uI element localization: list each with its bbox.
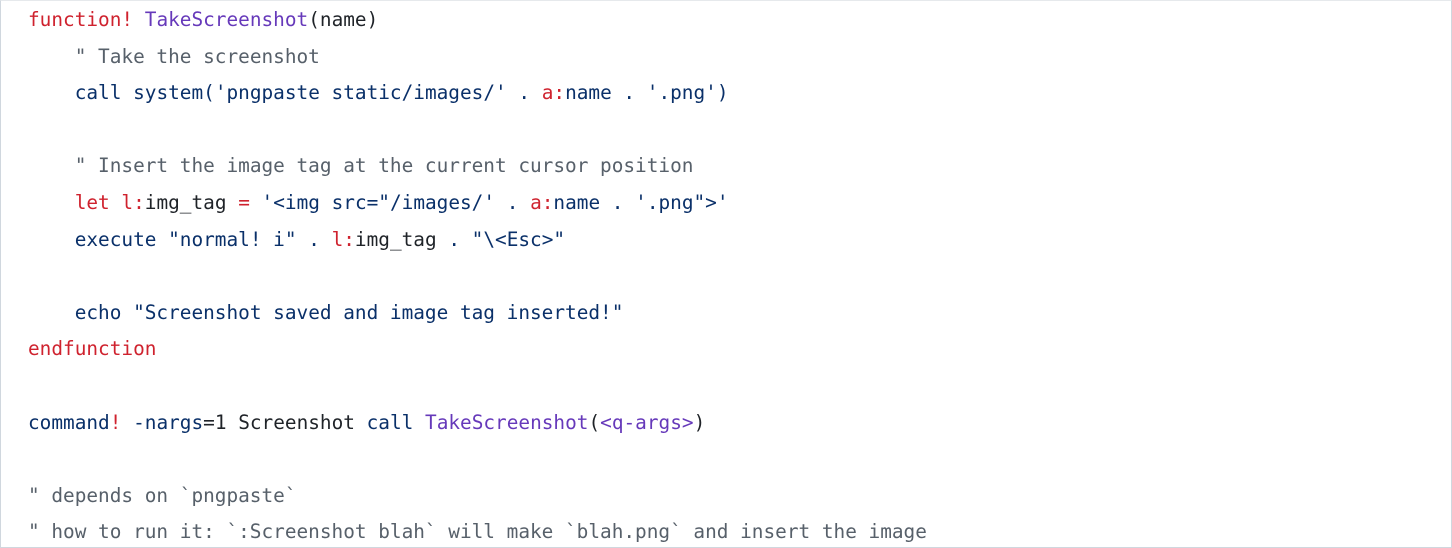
code-token-keyword: let (74, 190, 110, 214)
code-token-keyword: a: (530, 190, 554, 214)
code-token-string: ('pngpaste static/images/' . (203, 81, 542, 105)
code-token-keyword: l: (121, 190, 145, 214)
code-token-builtin: echo (74, 300, 122, 324)
code-line: " Take the screenshot (28, 39, 1451, 76)
code-token-plain: ( (588, 410, 601, 434)
code-line: echo "Screenshot saved and image tag ins… (28, 295, 1451, 332)
code-token-plain: img_tag (354, 227, 437, 251)
code-token-string: name . '.png') (565, 81, 729, 105)
code-line: call system('pngpaste static/images/' . … (28, 75, 1451, 112)
code-token-keyword: function! (28, 8, 134, 31)
code-token-plain: img_tag (144, 190, 239, 214)
code-token-comment: " Insert the image tag at the current cu… (74, 154, 694, 178)
code-token-plain (133, 8, 145, 31)
code-token-plain: Screenshot (226, 410, 367, 434)
code-line: " depends on `pngpaste` (28, 478, 1451, 515)
code-token-plain: = (203, 410, 215, 434)
code-line: " Insert the image tag at the current cu… (28, 148, 1451, 185)
code-token-function: TakeScreenshot (425, 410, 589, 434)
code-token-string: name . '.png">' (553, 190, 729, 214)
code-token-plain: ) (693, 410, 706, 434)
code-token-string: '<img src="/images/' . (249, 190, 531, 214)
code-token-comment: " how to run it: `:Screenshot blah` will… (28, 520, 927, 544)
code-token-builtin: call (74, 81, 122, 105)
code-token-builtin: call (366, 410, 414, 434)
code-token-plain (28, 81, 75, 104)
code-token-builtin: execute (74, 227, 157, 251)
code-token-plain (28, 45, 75, 68)
code-token-string: "normal! i" . (156, 227, 332, 251)
code-line: " how to run it: `:Screenshot blah` will… (28, 514, 1451, 547)
code-token-plain (121, 81, 133, 104)
code-token-builtin: command (28, 410, 110, 434)
code-token-keyword: ! (109, 410, 122, 434)
code-token-plain: (name) (308, 8, 379, 31)
code-token-plain (28, 228, 75, 251)
code-token-keyword: = (238, 190, 250, 214)
code-token-keyword: l: (331, 227, 355, 251)
code-line: ​ (28, 112, 1451, 149)
code-token-plain (110, 191, 122, 214)
code-line: ​ (28, 368, 1451, 405)
code-line: let l:img_tag = '<img src="/images/' . a… (28, 185, 1451, 222)
code-line: ​ (28, 441, 1451, 478)
code-token-function: TakeScreenshot (144, 8, 309, 31)
code-token-comment: " depends on `pngpaste` (28, 483, 297, 507)
code-token-keyword: a: (541, 81, 566, 105)
code-token-plain (28, 154, 75, 177)
code-line: endfunction (28, 331, 1451, 368)
code-token-plain: 1 (214, 410, 227, 434)
code-token-function: <q-args> (600, 410, 694, 434)
code-token-builtin: system (133, 81, 204, 105)
code-token-keyword: endfunction (28, 337, 157, 361)
code-token-comment: " Take the screenshot (74, 44, 320, 68)
code-token-plain (121, 411, 133, 434)
code-token-plain (28, 191, 75, 214)
code-line: function! TakeScreenshot(name) (28, 2, 1451, 39)
code-line: ​ (28, 258, 1451, 295)
code-token-plain (413, 411, 425, 434)
code-token-plain (28, 301, 75, 324)
code-token-string: . "\<Esc>" (436, 227, 566, 251)
code-line: execute "normal! i" . l:img_tag . "\<Esc… (28, 222, 1451, 259)
code-token-string: "Screenshot saved and image tag inserted… (121, 300, 624, 324)
code-line: command! -nargs=1 Screenshot call TakeSc… (28, 405, 1451, 442)
code-token-builtin: -nargs (133, 410, 204, 434)
